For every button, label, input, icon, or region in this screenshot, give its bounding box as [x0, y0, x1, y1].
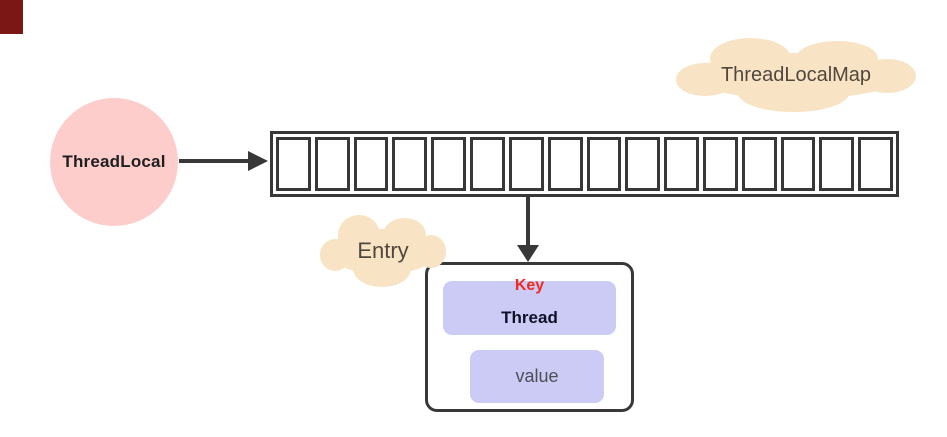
array-cell — [508, 137, 544, 191]
value-label: value — [515, 366, 559, 386]
arrow-down-head-icon — [517, 245, 539, 262]
cloud-lobe — [320, 239, 351, 272]
arrow-right-head-icon — [248, 151, 268, 171]
cloud-lobe — [738, 73, 849, 112]
threadlocalmap-label: ThreadLocalMap — [720, 63, 872, 86]
array-cell — [780, 137, 816, 191]
cloud-lobe — [352, 249, 411, 287]
array-cell — [586, 137, 622, 191]
key-label: Key — [514, 277, 545, 294]
value-field: value — [470, 350, 604, 403]
hash-array — [270, 131, 899, 197]
threadlocal-label: ThreadLocal — [62, 152, 166, 171]
array-cell — [276, 137, 311, 191]
array-cell — [625, 137, 661, 191]
array-cell — [353, 137, 389, 191]
key-field: Thread — [443, 281, 616, 335]
array-cell — [702, 137, 738, 191]
thread-label: Thread — [501, 308, 558, 327]
entry-box: Key Thread value — [425, 262, 634, 412]
cloud-lobe — [415, 235, 446, 269]
arrow-array-to-entry — [526, 197, 530, 248]
array-cell — [470, 137, 505, 191]
entry-cloud: Entry — [320, 215, 446, 287]
threadlocal-node: ThreadLocal — [50, 98, 178, 226]
array-cell — [741, 137, 777, 191]
cloud-lobe — [676, 63, 734, 96]
array-cell — [314, 137, 350, 191]
corner-marker — [0, 0, 23, 34]
array-cell — [819, 137, 855, 191]
array-cell — [392, 137, 428, 191]
arrow-threadlocal-to-array — [179, 159, 250, 163]
array-cell — [664, 137, 699, 191]
array-cell — [858, 137, 893, 191]
cloud-lobe — [858, 58, 916, 93]
array-cell — [547, 137, 583, 191]
threadlocalmap-cloud: ThreadLocalMap — [676, 38, 916, 112]
array-cell — [431, 137, 467, 191]
entry-label: Entry — [357, 238, 409, 263]
